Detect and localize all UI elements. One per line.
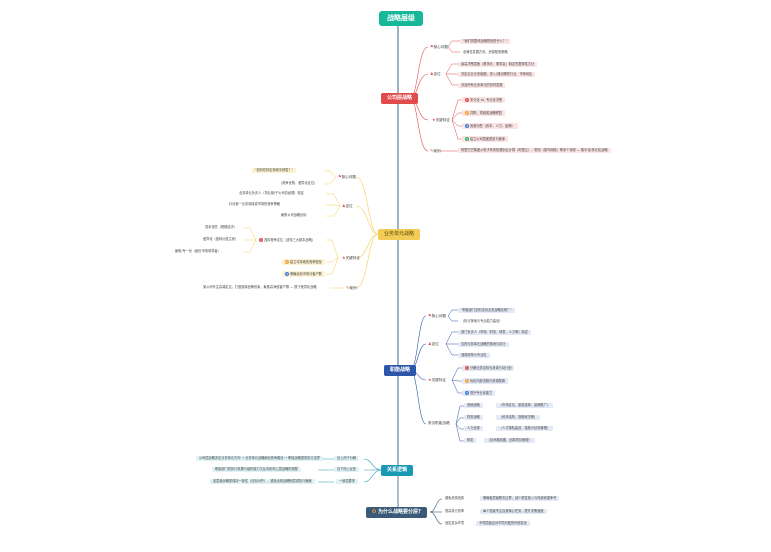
company-define-item-1[interactable]: 最高决策层面（董事长、董事会）制定的整体性方针 — [458, 62, 538, 68]
why-layered-node[interactable]: ✪ 为什么战略要分层? — [366, 507, 427, 518]
star-icon: ★ — [432, 117, 436, 122]
functional-dept-3-name[interactable]: 人力资源 — [464, 426, 483, 432]
functional-define-item-2[interactable]: 支撑业务单元战略的落地与执行 — [458, 342, 509, 348]
why-item-3-key[interactable]: 适应复杂环境 — [445, 521, 465, 525]
relation-right-item-1[interactable]: 自上而下分解 — [334, 456, 360, 462]
number-3-icon: 3 — [465, 124, 469, 128]
company-core-item-1[interactable]: "我们的整体战略规划是什么？" — [460, 39, 511, 45]
number-2-icon: 2 — [465, 111, 469, 115]
business-core-item-1[interactable]: "如何在特定领域中获胜？" — [252, 168, 296, 174]
number-3-icon: 3 — [465, 391, 469, 395]
why-item-1-value[interactable]: 明确各层级职责边界，减少重复投入与内部资源争夺 — [480, 496, 560, 502]
business-define-item-2[interactable]: 针对某一业务领域或市场的竞争策略 — [229, 202, 280, 206]
functional-strategy-node[interactable]: 职能战略 — [384, 365, 417, 376]
functional-define-item-3[interactable]: 强调效率与专业性 — [458, 353, 490, 359]
star-icon: ★ — [342, 255, 346, 260]
root-node[interactable]: 战略层级 — [379, 11, 423, 26]
business-core-item-2[interactable]: （竞争优势、差异化定位） — [279, 181, 318, 185]
why-item-2-key[interactable]: 提高执行效率 — [445, 509, 465, 513]
functional-core-label[interactable]: ⚑核心问题 — [428, 313, 446, 318]
company-strategy-label[interactable]: ★关键特征 — [432, 117, 450, 122]
functional-define-item-1[interactable]: 部门负责人（市场、财务、研发、人力等）制定 — [458, 330, 531, 336]
business-define-item-3[interactable]: 聚焦公司战略目标 — [281, 213, 307, 217]
company-define-label[interactable]: ♟定位 — [430, 71, 441, 76]
business-example-item[interactable]: 某公司专注高端定位，打造独特品牌形象，聚焦高净值客户群 — 属于差异化战略 — [203, 285, 317, 289]
functional-dept-1-desc[interactable]: （市场定位、渠道选择、品牌推广） — [496, 403, 553, 409]
functional-dept-4-name[interactable]: 研发 — [464, 438, 477, 444]
functional-core-item-1[interactable]: "职能部门如何支持业务战略实现？" — [458, 308, 515, 314]
number-4-icon: 4 — [465, 137, 469, 141]
functional-define-label[interactable]: ♟定位 — [428, 341, 439, 346]
relation-right-item-3[interactable]: 一致性要求 — [336, 479, 358, 485]
star-icon: ★ — [428, 377, 432, 382]
flag-icon: ⚑ — [428, 313, 432, 318]
functional-core-item-2[interactable]: （执行落地与专业能力建设） — [461, 319, 503, 323]
company-define-item-3[interactable]: 涉及所有业务单元的协同发展 — [458, 83, 506, 89]
number-1-icon: 1 — [259, 238, 263, 242]
relation-left-item-3[interactable]: 各层级战略需保持一致性（目标对齐），避免出现战略断层或执行偏差 — [210, 479, 315, 485]
person-icon: ♟ — [342, 203, 346, 208]
number-1-icon: 1 — [465, 98, 469, 102]
business-define-label[interactable]: ♟定位 — [342, 203, 353, 208]
why-item-2-value[interactable]: 每个层级专注自身核心任务，提升决策速度 — [480, 509, 547, 515]
example-icon: ✎ — [346, 285, 350, 290]
why-item-3-value[interactable]: 不同层级应对不同尺度的外部变化 — [476, 521, 530, 527]
relation-left-item-2[interactable]: 职能部门的执行效果与组织能力又反向影响上层战略的调整 — [212, 467, 301, 473]
business-left-item-3[interactable]: 聚焦/专一化（细分市场领导者） — [175, 249, 221, 253]
flag-icon: ⚑ — [430, 44, 434, 49]
business-core-label[interactable]: ⚑核心问题 — [338, 174, 356, 179]
relation-logic-node[interactable]: 关系逻辑 — [381, 465, 414, 476]
business-strategy-node[interactable]: 业务单元战略 — [378, 229, 421, 240]
number-2-icon: 2 — [285, 260, 289, 264]
person-icon: ♟ — [430, 71, 434, 76]
business-define-item-1[interactable]: 业务单元负责人（事业部/子公司总经理）制定 — [239, 191, 304, 195]
number-3-icon: 3 — [285, 272, 289, 276]
business-strategy-label[interactable]: ★关键特征 — [342, 255, 360, 260]
flag-icon: ⚑ — [338, 174, 342, 179]
functional-dept-2-name[interactable]: 财务战略 — [464, 415, 483, 421]
business-left-item-1[interactable]: 成本领先（规模经济） — [205, 225, 237, 229]
company-strategy-node[interactable]: 公司层战略 — [381, 93, 419, 104]
why-item-1-key[interactable]: 避免资源浪费 — [445, 496, 465, 500]
relation-right-item-2[interactable]: 自下而上反馈 — [334, 467, 360, 473]
functional-dept-label[interactable]: 常见职能战略 — [428, 421, 450, 425]
company-example-label[interactable]: ✎案例 — [430, 148, 441, 153]
business-left-item-2[interactable]: 差异化（独特价值主张） — [203, 237, 239, 241]
company-core-item-2[interactable]: 全局性发展方向、资源配置策略 — [463, 50, 508, 54]
business-example-label[interactable]: ✎案例 — [346, 285, 357, 290]
functional-dept-2-desc[interactable]: （资本结构、投融资决策） — [496, 415, 541, 421]
number-2-icon: 2 — [465, 379, 469, 383]
company-define-item-2[interactable]: 决定企业业务版图、进入/退出哪些行业、市场地区 — [458, 72, 536, 78]
functional-dept-3-desc[interactable]: （人才梯队建设、激励与绩效管理） — [496, 426, 553, 432]
example-icon: ✎ — [430, 148, 434, 153]
functional-dept-4-desc[interactable]: （技术路线图、创新项目管理） — [484, 438, 535, 444]
functional-strategy-label[interactable]: ★关键特征 — [428, 377, 446, 382]
company-example-item[interactable]: 阿里巴巴集团从电子商务拓展到云计算（阿里云）、物流（菜鸟网络）等多个领域 — 集… — [458, 148, 611, 154]
star-icon: ✪ — [372, 509, 377, 515]
functional-dept-1-name[interactable]: 营销战略 — [464, 403, 483, 409]
company-core-label[interactable]: ⚑核心问题 — [430, 44, 448, 49]
person-icon: ♟ — [428, 341, 432, 346]
relation-left-item-1[interactable]: 公司层战略决定业务单元方向 → 业务单元战略细化竞争路径 → 职能战略提供执行支… — [196, 456, 323, 462]
number-1-icon: 1 — [465, 366, 469, 370]
